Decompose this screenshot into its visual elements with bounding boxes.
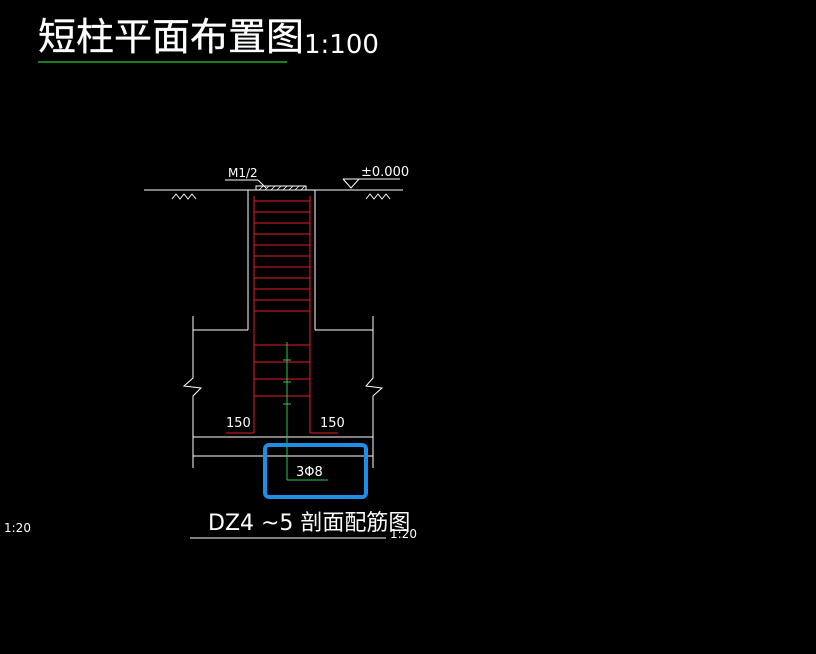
rebar-label: 3Φ8 bbox=[296, 465, 323, 480]
rebar-stirrups bbox=[254, 200, 310, 397]
highlight-box[interactable] bbox=[263, 443, 368, 499]
dim-left: 150 bbox=[226, 416, 251, 431]
soil-hatch-right bbox=[365, 193, 391, 200]
side-scale: 1:20 bbox=[4, 521, 31, 535]
soil-hatch-left bbox=[171, 193, 197, 200]
elevation-label: ±0.000 bbox=[361, 165, 409, 180]
dim-right: 150 bbox=[320, 416, 345, 431]
elevation-marker bbox=[342, 178, 400, 189]
m-label: M1/2 bbox=[228, 166, 258, 180]
section-title: DZ4 ~5 剖面配筋图 bbox=[208, 511, 410, 536]
plate-hatch bbox=[258, 185, 306, 191]
m-leader-tail bbox=[257, 179, 267, 189]
section-scale: 1:20 bbox=[390, 527, 417, 541]
rebar-leader-green bbox=[283, 342, 328, 481]
title-scale: 1:100 bbox=[304, 30, 379, 60]
column-outline bbox=[193, 190, 373, 331]
footing-outline bbox=[182, 316, 384, 468]
rebar-vertical bbox=[226, 196, 338, 434]
drawing-title: 短柱平面布置图 bbox=[38, 15, 304, 59]
